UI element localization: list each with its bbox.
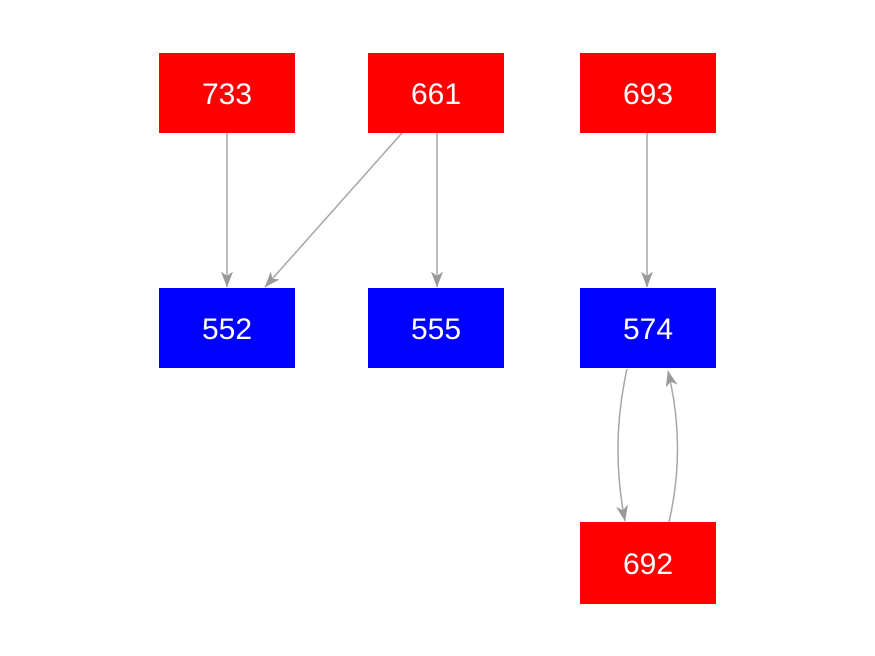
node-555-box [368,288,504,368]
node-552: 552 [159,288,295,368]
node-693: 693 [580,53,716,133]
node-693-label: 693 [623,78,673,111]
edge-692-to-574 [665,370,679,523]
node-552-box [159,288,295,368]
edge-661-to-552 [264,132,403,288]
node-661: 661 [368,53,504,133]
node-555-label: 555 [411,313,461,346]
node-574-label: 574 [623,313,673,346]
node-693-box [580,53,716,133]
node-661-label: 661 [411,78,461,111]
node-733: 733 [159,53,295,133]
node-733-box [159,53,295,133]
node-692-label: 692 [623,548,673,581]
node-555: 555 [368,288,504,368]
node-692-box [580,522,716,604]
node-733-label: 733 [202,78,252,111]
node-552-label: 552 [202,313,252,346]
node-692: 692 [580,522,716,604]
edge-574-to-692 [616,368,628,522]
node-661-box [368,53,504,133]
node-574: 574 [580,288,716,368]
node-574-box [580,288,716,368]
